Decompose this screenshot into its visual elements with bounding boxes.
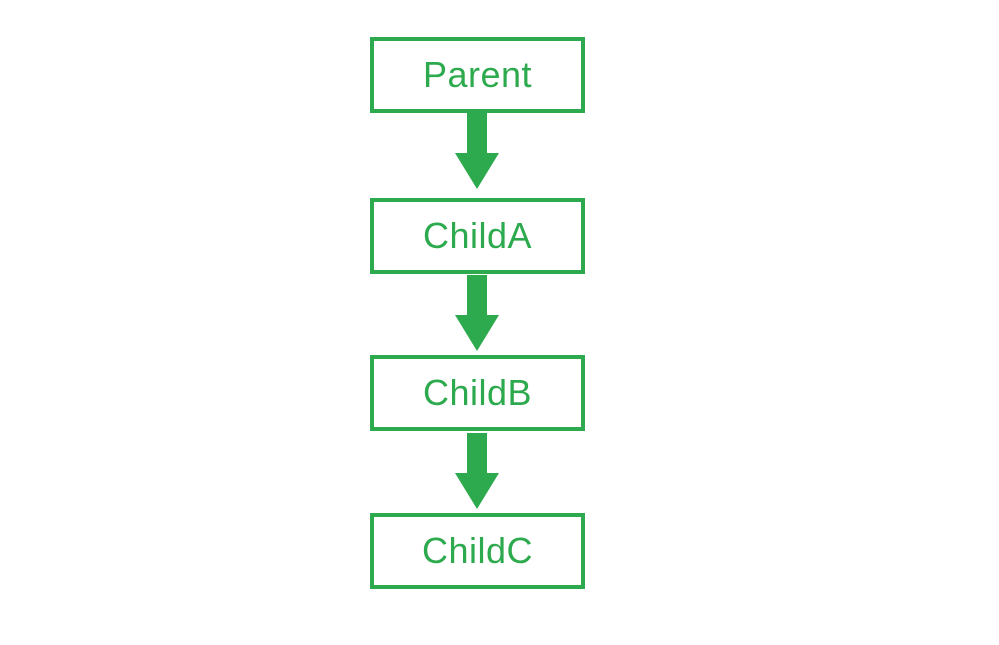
node-label-childc: ChildC [421, 530, 534, 571]
node-label-childb: ChildB [422, 372, 533, 413]
node-box-parent: Parent [370, 37, 585, 113]
node-box-childb: ChildB [370, 355, 585, 431]
node-box-childc: ChildC [370, 513, 585, 589]
down-arrow-icon [455, 433, 499, 509]
node-label-childa: ChildA [422, 215, 533, 256]
node-label-parent: Parent [422, 54, 533, 95]
node-box-childa: ChildA [370, 198, 585, 274]
down-arrow-icon [455, 113, 499, 189]
down-arrow-icon [455, 275, 499, 351]
